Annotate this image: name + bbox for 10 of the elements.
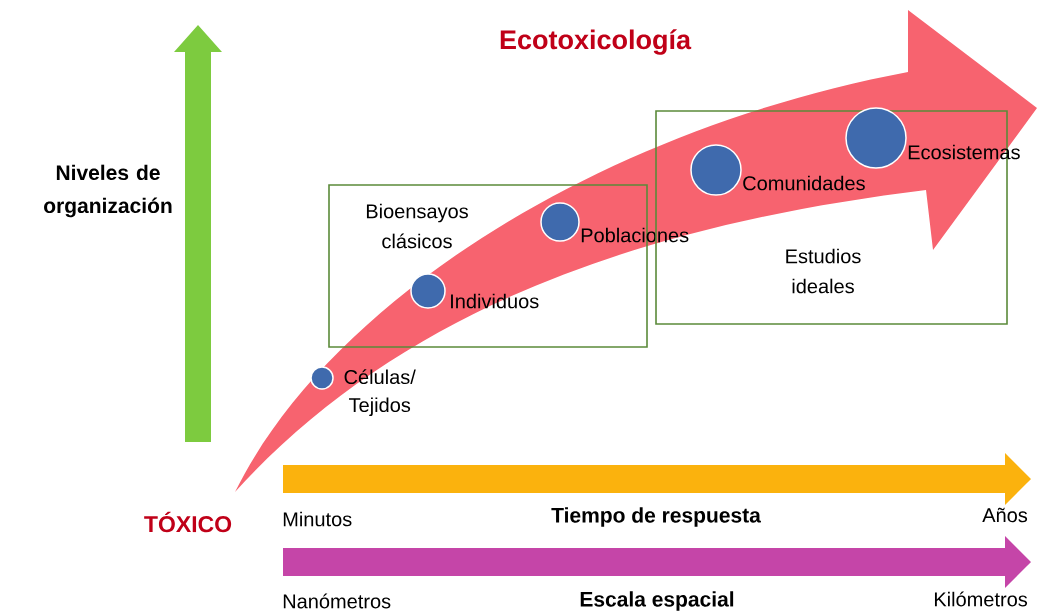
label-text: Kilómetros bbox=[935, 591, 1028, 607]
level-label: Comunidades bbox=[743, 175, 865, 191]
label-text: Niveles de organización bbox=[44, 164, 172, 218]
label-text: Escala espacial bbox=[580, 591, 734, 611]
label-text: Años bbox=[982, 507, 1028, 523]
label-text: TÓXICO bbox=[144, 511, 232, 533]
title: Ecotoxicología bbox=[500, 29, 692, 55]
label-text: Tiempo de respuesta bbox=[551, 507, 761, 527]
label-text: Minutos bbox=[283, 511, 352, 527]
label-text: Nanómetros bbox=[283, 593, 391, 609]
